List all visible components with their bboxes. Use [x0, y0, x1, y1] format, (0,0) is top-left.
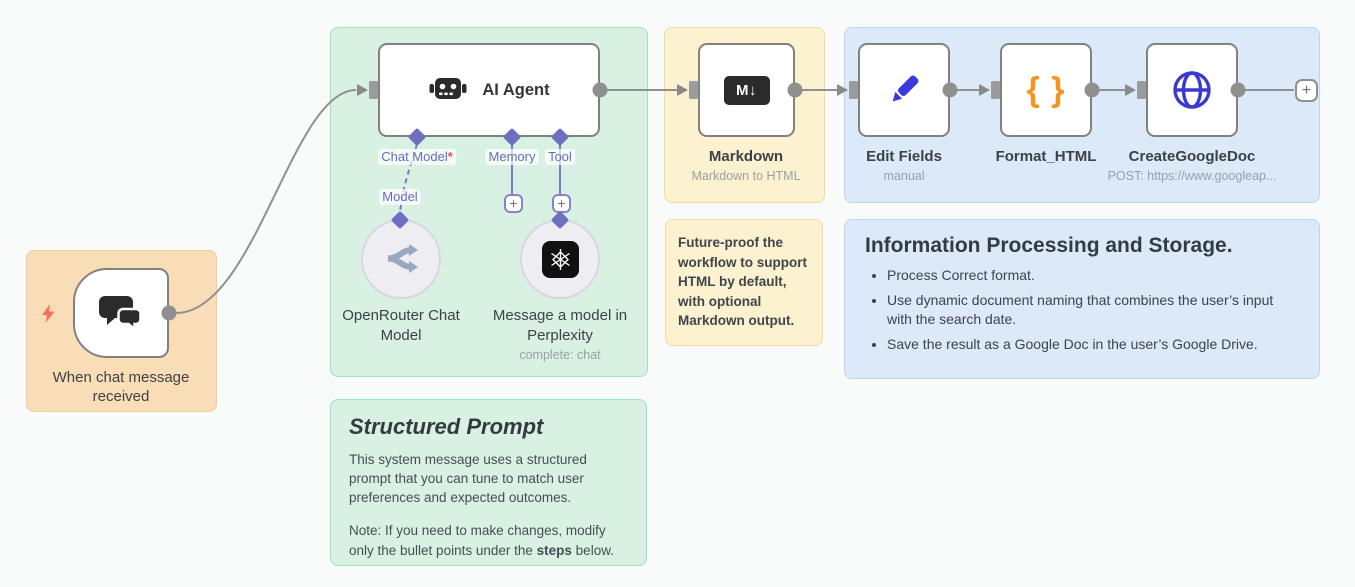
- chat-model-port-label: Chat Model*: [378, 149, 456, 166]
- model-port-label: Model: [379, 189, 421, 206]
- format-html-label: Format_HTML: [995, 148, 1097, 165]
- sticky-note-futureproof[interactable]: Future-proof the workflow to support HTM…: [665, 219, 823, 346]
- link-chatmodel-openrouter: [399, 143, 418, 214]
- perplexity-subtitle: complete: chat: [519, 348, 601, 362]
- node-edit-fields[interactable]: [858, 43, 950, 137]
- trigger-output-port[interactable]: [161, 305, 177, 321]
- perplexity-icon: [541, 240, 579, 278]
- openrouter-icon: [387, 244, 418, 273]
- google-doc-subtitle: POST: https://www.googleap...: [1107, 169, 1277, 183]
- sticky-note-info-processing[interactable]: Information Processing and Storage. Proc…: [844, 219, 1320, 379]
- bullet-item: Use dynamic document naming that combine…: [887, 291, 1299, 328]
- markdown-subtitle: Markdown to HTML: [691, 169, 801, 183]
- structured-prompt-note: Note: If you need to make changes, modif…: [349, 523, 614, 558]
- markdown-icon: M↓: [723, 75, 770, 105]
- sticky-note-structured-prompt[interactable]: Structured Prompt This system message us…: [330, 399, 647, 566]
- connection-trigger-to-agent: [175, 89, 357, 314]
- edit-fields-label: Edit Fields: [866, 148, 942, 165]
- add-node-button[interactable]: +: [1295, 79, 1318, 102]
- add-memory-button[interactable]: +: [504, 194, 523, 213]
- required-asterisk: *: [447, 149, 453, 164]
- info-processing-bullets: Process Correct format. Use dynamic docu…: [865, 266, 1299, 354]
- edit-fields-subtitle: manual: [883, 169, 925, 183]
- steps-emphasis: steps: [536, 542, 572, 558]
- edit-fields-input-port[interactable]: [849, 81, 858, 99]
- info-processing-title: Information Processing and Storage.: [865, 234, 1233, 257]
- braces-icon: { }: [1026, 70, 1066, 109]
- node-create-google-doc[interactable]: [1146, 43, 1238, 137]
- tool-port-label: Tool: [545, 149, 575, 166]
- structured-prompt-body: This system message uses a structured pr…: [349, 450, 628, 560]
- structured-prompt-paragraph: This system message uses a structured pr…: [349, 452, 587, 506]
- edit-fields-output-port[interactable]: [942, 82, 958, 98]
- bullet-item: Process Correct format.: [887, 266, 1299, 284]
- google-doc-label: CreateGoogleDoc: [1128, 148, 1256, 165]
- node-openrouter-chat-model[interactable]: [361, 219, 441, 299]
- node-markdown[interactable]: M↓: [698, 43, 795, 137]
- structured-prompt-title: Structured Prompt: [349, 414, 544, 439]
- google-doc-input-port[interactable]: [1137, 81, 1146, 99]
- google-doc-output-port[interactable]: [1230, 82, 1246, 98]
- pencil-icon: [892, 75, 919, 102]
- add-tool-button[interactable]: +: [552, 194, 571, 213]
- trigger-node-label: When chat message received: [52, 369, 190, 406]
- markdown-label: Markdown: [708, 148, 784, 165]
- connection-arrowheads: [357, 84, 1136, 96]
- robot-icon: [429, 78, 467, 99]
- node-perplexity[interactable]: [520, 219, 600, 299]
- agent-input-port[interactable]: [369, 81, 378, 99]
- node-ai-agent[interactable]: AI Agent: [378, 43, 600, 137]
- memory-port-label: Memory: [485, 149, 539, 166]
- markdown-input-port[interactable]: [689, 81, 698, 99]
- chat-bubbles-icon: [99, 296, 142, 332]
- format-html-input-port[interactable]: [991, 81, 1000, 99]
- globe-icon: [1173, 71, 1211, 109]
- lightning-icon: [42, 304, 55, 323]
- node-format-html[interactable]: { }: [1000, 43, 1092, 137]
- node-chat-trigger[interactable]: [73, 268, 169, 358]
- ai-agent-title: AI Agent: [482, 80, 550, 99]
- format-html-output-port[interactable]: [1084, 82, 1100, 98]
- agent-output-port[interactable]: [592, 82, 608, 98]
- markdown-output-port[interactable]: [787, 82, 803, 98]
- bullet-item: Save the result as a Google Doc in the u…: [887, 335, 1299, 353]
- futureproof-text: Future-proof the workflow to support HTM…: [678, 235, 807, 329]
